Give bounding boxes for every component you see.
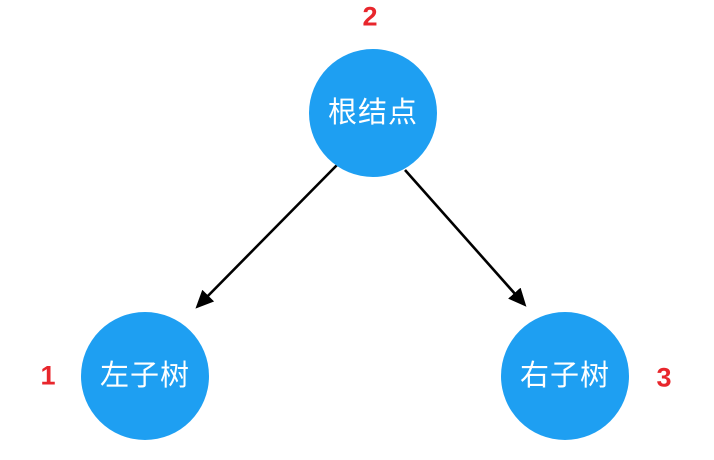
right-child-node: 右子树 xyxy=(501,312,629,440)
edge-root-to-left xyxy=(195,164,338,309)
left-order-number: 1 xyxy=(40,360,56,391)
root-node: 根结点 xyxy=(309,49,437,177)
right-order-number: 3 xyxy=(656,362,672,393)
left-child-node: 左子树 xyxy=(81,312,209,440)
edge-root-to-right xyxy=(404,169,527,307)
root-order-number: 2 xyxy=(362,1,378,32)
root-node-label: 根结点 xyxy=(327,96,418,129)
left-child-node-label: 左子树 xyxy=(99,359,190,392)
right-child-node-label: 右子树 xyxy=(519,359,610,392)
